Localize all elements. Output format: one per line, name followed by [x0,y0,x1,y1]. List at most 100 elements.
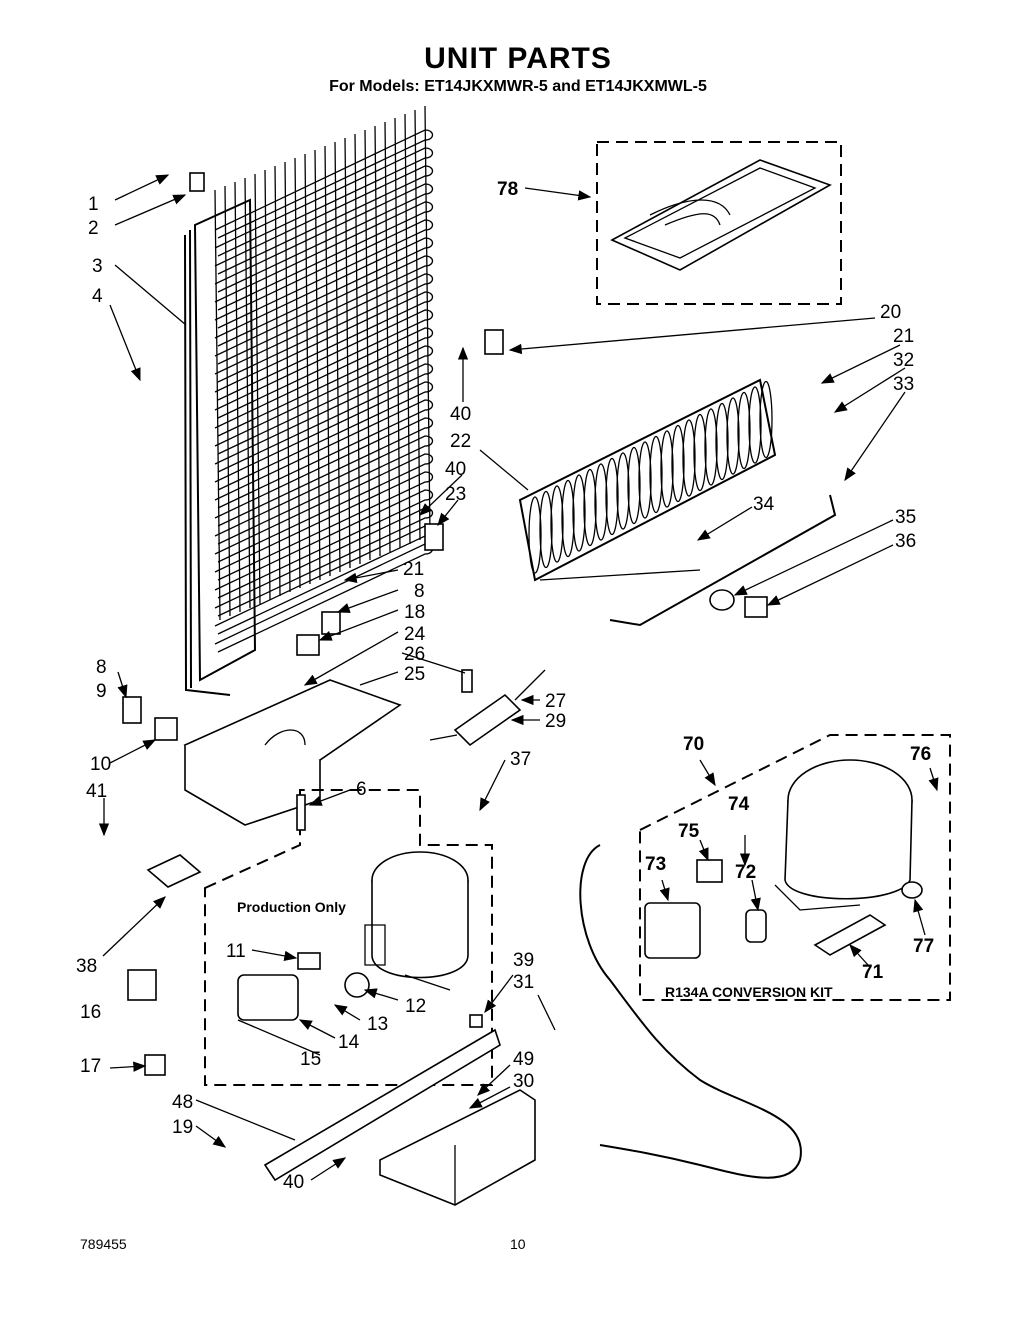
condenser-wire [354,133,361,565]
condenser-wire [414,109,421,541]
conversion-kit-label: R134A CONVERSION KIT [665,984,833,1000]
condenser-tube [214,345,434,455]
callout-11: 11 [226,941,246,962]
leader-lines [98,174,939,1181]
part-11 [297,952,321,970]
tray-part-78 [610,159,832,271]
condenser-tube [214,543,434,653]
evaporator-coil [518,378,837,627]
evaporator-fin [561,479,575,558]
part-23 [424,523,444,551]
callout-16: 16 [80,1002,101,1023]
condenser-wire [284,161,291,593]
evaporator-fin [583,468,597,547]
part-77 [901,881,923,899]
callout-32: 32 [893,350,914,371]
condenser-tube [214,147,434,257]
evaporator-fin [627,446,641,525]
callout-29: 29 [545,711,566,732]
callout-1: 1 [88,194,99,215]
compressor-production [364,851,469,991]
condenser-wire [334,141,341,573]
callout-19: 19 [172,1117,193,1138]
evaporator-fin [616,452,630,530]
condenser-coil [184,105,434,696]
condenser-tube [214,237,434,347]
evaporator-fin [550,485,564,563]
callout-21: 21 [403,559,424,580]
condenser-tube [214,219,434,329]
evaporator-fin [759,380,773,459]
callout-76: 76 [910,744,931,765]
part-39 [469,1014,483,1028]
callout-41: 41 [86,781,107,802]
callout-40-bottom: 40 [283,1172,304,1193]
production-only-label: Production Only [237,899,346,915]
part-10 [154,717,178,741]
page-number: 10 [510,1236,526,1252]
evaporator-fin [528,496,542,574]
callout-27: 27 [545,691,566,712]
callout-14: 14 [338,1032,360,1053]
condenser-wire [214,189,221,621]
callout-15: 15 [300,1049,321,1070]
callout-72: 72 [735,862,756,883]
callout-labels: 1 2 3 4 8 9 10 41 6 38 16 17 48 19 40 21… [76,179,934,1193]
document-number: 789455 [80,1236,127,1252]
condenser-wire [314,149,321,581]
callout-6: 6 [356,779,367,800]
model-subtitle: For Models: ET14JKXMWR-5 and ET14JKXMWL-… [329,78,707,95]
callout-34: 34 [753,494,775,515]
part-17 [144,1054,166,1076]
condenser-wire [244,177,251,609]
callout-8b: 8 [414,581,425,602]
part-8 [321,611,341,635]
condenser-wire [374,125,381,557]
evaporator-fin [660,430,674,508]
callout-20: 20 [880,302,901,323]
callout-77: 77 [913,936,934,957]
callout-38: 38 [76,956,97,977]
callout-35: 35 [895,507,916,528]
callout-39: 39 [513,950,534,971]
evaporator-fin [671,424,685,503]
callout-33: 33 [893,374,914,395]
compressor-kit [774,759,913,911]
evaporator-fin [594,463,608,541]
part-18 [296,634,320,656]
kit-filter-drier [813,914,887,956]
evaporator-fin [605,457,619,536]
condenser-wire [364,129,371,561]
callout-23: 23 [445,484,466,505]
callout-25: 25 [404,664,425,685]
condenser-tube [214,273,434,383]
evaporator-fin [726,397,740,475]
callout-2: 2 [88,218,99,239]
callout-24: 24 [404,624,426,645]
r134a-kit-box [639,734,951,1001]
base-rail [263,1028,536,1206]
part-16 [127,969,157,1001]
callout-18: 18 [404,602,425,623]
callout-49: 49 [513,1049,534,1070]
page-title: UNIT PARTS [424,42,612,75]
part-6 [296,794,306,831]
part-72 [745,909,767,943]
condenser-wire [294,157,301,589]
callout-40-mid: 40 [445,459,466,480]
evaporator-fin [704,408,718,486]
callout-71: 71 [862,962,884,983]
callout-4: 4 [92,286,103,307]
tubing [579,844,802,1179]
evaporator-fin [638,441,652,519]
part-9-clamp [122,696,142,724]
callout-13: 13 [367,1014,388,1035]
callout-26: 26 [404,644,425,665]
condenser-tube [214,489,434,599]
part-36 [744,596,768,618]
condenser-tube [214,471,434,581]
part-73 [644,902,701,959]
callout-37: 37 [510,749,531,770]
condenser-tube [214,291,434,401]
part-12 [344,972,370,998]
